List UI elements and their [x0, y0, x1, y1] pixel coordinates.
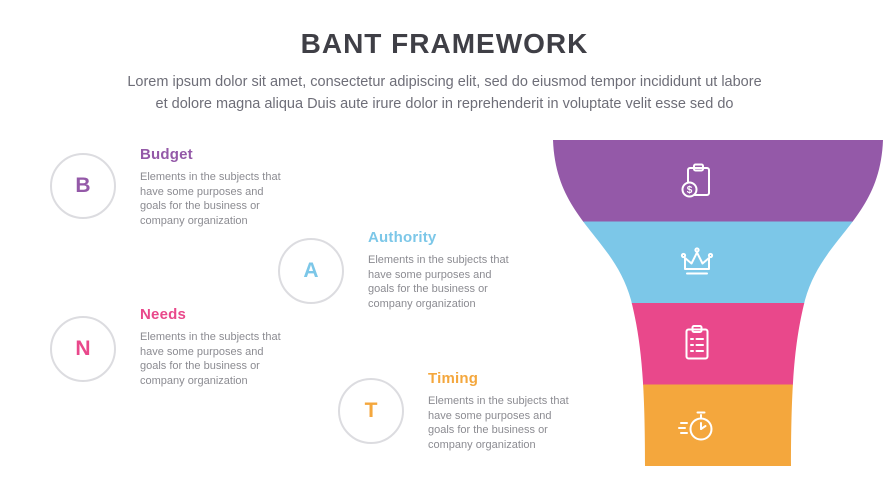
timing-description: Elements in the subjects that have some …: [428, 395, 569, 451]
subtitle-line-2: et dolore magna aliqua Duis aute irure d…: [155, 95, 734, 112]
budget-textblock: Budget Elements in the subjects that hav…: [140, 146, 290, 228]
stopwatch-icon: [678, 411, 713, 441]
funnel-segment-budget: [553, 140, 883, 222]
timing-textblock: Timing Elements in the subjects that hav…: [428, 370, 578, 452]
authority-textblock: Authority Elements in the subjects that …: [368, 229, 518, 311]
needs-textblock: Needs Elements in the subjects that have…: [140, 306, 290, 388]
needs-description: Elements in the subjects that have some …: [140, 331, 281, 387]
budget-heading: Budget: [140, 146, 193, 163]
page-title: BANT FRAMEWORK: [300, 28, 589, 59]
timing-letter-circle: T: [338, 378, 404, 444]
needs-letter: N: [75, 337, 91, 360]
needs-letter-circle: N: [50, 316, 116, 382]
authority-heading: Authority: [368, 229, 437, 246]
authority-description: Elements in the subjects that have some …: [368, 254, 509, 310]
budget-letter: B: [75, 174, 91, 197]
funnel-segment-needs: [553, 303, 883, 385]
funnel-graphic: $: [553, 140, 883, 466]
timing-letter: T: [364, 399, 378, 422]
timing-heading: Timing: [428, 370, 479, 387]
funnel-segment-authority: [553, 221, 883, 304]
crown-icon: [680, 247, 714, 275]
budget-letter-circle: B: [50, 153, 116, 219]
funnel-segment-timing: [553, 384, 883, 466]
authority-letter: A: [303, 259, 319, 282]
dollar-glyph: $: [687, 185, 693, 196]
checklist-icon: [685, 325, 709, 360]
money-clipboard-icon: $: [681, 163, 710, 198]
needs-heading: Needs: [140, 306, 187, 323]
subtitle-line-1: Lorem ipsum dolor sit amet, consectetur …: [127, 74, 762, 90]
budget-description: Elements in the subjects that have some …: [140, 171, 281, 227]
authority-letter-circle: A: [278, 238, 344, 304]
subtitle: Lorem ipsum dolor sit amet, consectetur …: [0, 72, 889, 116]
